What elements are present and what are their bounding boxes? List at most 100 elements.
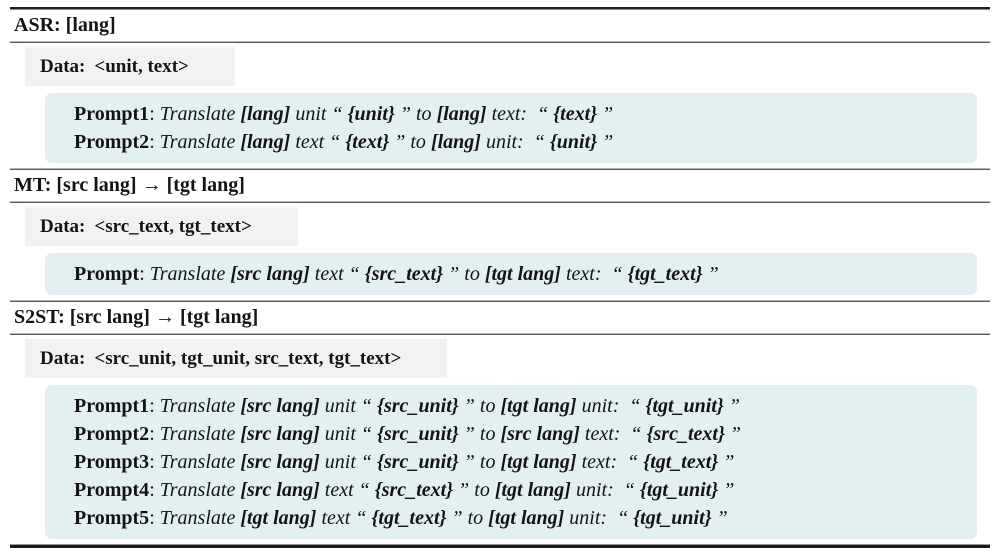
- prompt-fragment: ”: [597, 131, 614, 153]
- placeholder-token: [src lang]: [240, 451, 320, 473]
- prompt-fragment: unit “: [319, 451, 378, 473]
- prompt-colon: :: [149, 451, 160, 473]
- title-rule: [10, 201, 990, 203]
- prompt-colon: :: [139, 263, 150, 285]
- task-section: S2ST: [src lang] → [tgt lang] Data: <src_…: [10, 305, 990, 539]
- prompt-box: Prompt: Translate [src lang] text “ {src…: [45, 253, 977, 295]
- prompt-fragment: unit “: [319, 395, 378, 417]
- prompt-text: Translate [lang] text “ {text} ” to [lan…: [160, 131, 614, 153]
- prompt-line: Prompt1: Translate [src lang] unit “ {sr…: [74, 392, 967, 420]
- prompt-text: Translate [lang] unit “ {unit} ” to [lan…: [160, 103, 614, 125]
- prompt-fragment: ” to: [458, 395, 501, 417]
- prompt-line: Prompt4: Translate [src lang] text “ {sr…: [74, 476, 967, 504]
- prompt-fragment: ”: [711, 507, 728, 529]
- placeholder-token: {text}: [345, 131, 390, 153]
- prompt-label: Prompt1: [74, 395, 150, 417]
- prompt-fragment: text “: [319, 479, 375, 501]
- placeholder-token: [tgt lang]: [240, 507, 317, 529]
- placeholder-token: {src_unit}: [377, 395, 459, 417]
- prompt-fragment: text “: [316, 507, 372, 529]
- placeholder-token: {unit}: [347, 103, 395, 125]
- placeholder-token: [src lang]: [240, 395, 320, 417]
- prompt-fragment: Translate: [159, 423, 241, 445]
- prompt-line: Prompt5: Translate [tgt lang] text “ {tg…: [74, 504, 967, 532]
- section-title: S2ST: [src lang] → [tgt lang]: [14, 306, 259, 328]
- prompt-box: Prompt1: Translate [src lang] unit “ {sr…: [45, 385, 977, 539]
- prompt-fragment: ”: [702, 263, 719, 285]
- prompt-fragment: text “: [290, 131, 346, 153]
- prompt-fragment: Translate: [159, 103, 241, 125]
- prompt-fragment: text: “: [486, 103, 554, 125]
- prompt-label: Prompt5: [74, 507, 150, 529]
- placeholder-token: {src_unit}: [377, 451, 459, 473]
- section-separator: [10, 300, 990, 302]
- prompt-fragment: ”: [723, 395, 741, 417]
- prompt-fragment: unit: “: [570, 479, 640, 501]
- prompt-line: Prompt3: Translate [src lang] unit “ {sr…: [74, 448, 967, 476]
- prompt-fragment: ” to: [389, 131, 431, 153]
- prompt-fragment: text: “: [576, 451, 644, 473]
- prompt-fragment: Translate: [149, 263, 231, 285]
- task-section: ASR: [lang] Data:<unit, text> Prompt1: T…: [10, 13, 990, 170]
- prompt-fragment: ” to: [458, 423, 501, 445]
- placeholder-token: [tgt lang]: [488, 507, 565, 529]
- title-rule: [10, 333, 990, 335]
- prompt-fragment: Translate: [159, 507, 241, 529]
- prompt-text: Translate [src lang] text “ {src_text} ”…: [160, 479, 735, 501]
- placeholder-token: [lang]: [436, 103, 487, 125]
- placeholder-token: {text}: [553, 103, 598, 125]
- placeholder-token: {tgt_unit}: [633, 507, 712, 529]
- placeholder-token: {tgt_text}: [627, 263, 703, 285]
- data-value: <src_text, tgt_text>: [94, 216, 252, 237]
- prompt-text: Translate [tgt lang] text “ {tgt_text} ”…: [160, 507, 728, 529]
- prompt-fragment: Translate: [159, 451, 241, 473]
- placeholder-token: [src lang]: [240, 479, 320, 501]
- placeholder-token: {src_unit}: [377, 423, 459, 445]
- prompt-text: Translate [src lang] unit “ {src_unit} ”…: [160, 423, 741, 445]
- placeholder-token: {tgt_unit}: [645, 395, 724, 417]
- prompt-fragment: text: “: [560, 263, 628, 285]
- placeholder-token: {tgt_text}: [643, 451, 719, 473]
- data-value: <unit, text>: [94, 56, 189, 77]
- title-rule: [10, 41, 990, 43]
- placeholder-token: [src lang]: [240, 423, 320, 445]
- section-separator-rule: [10, 300, 990, 302]
- placeholder-token: [lang]: [240, 131, 291, 153]
- prompt-label: Prompt4: [74, 479, 150, 501]
- data-box: Data: <src_unit, tgt_unit, src_text, tgt_…: [25, 339, 448, 378]
- prompt-fragment: Translate: [159, 395, 241, 417]
- data-value: <src_unit, tgt_unit, src_text, tgt_text>: [94, 348, 402, 369]
- prompt-fragment: ” to: [443, 263, 485, 285]
- section-title: ASR: [lang]: [14, 14, 116, 36]
- prompt-line: Prompt: Translate [src lang] text “ {src…: [74, 260, 967, 288]
- prompt-line: Prompt1: Translate [lang] unit “ {unit} …: [74, 100, 967, 128]
- prompt-fragment: ”: [718, 451, 735, 473]
- prompt-colon: :: [149, 507, 160, 529]
- data-label: Data:: [40, 348, 86, 369]
- placeholder-token: {unit}: [549, 131, 598, 153]
- section-separator: [10, 168, 990, 170]
- prompt-fragment: text “: [309, 263, 365, 285]
- prompt-fragment: ” to: [458, 451, 501, 473]
- prompt-colon: :: [149, 423, 160, 445]
- prompt-fragment: ” to: [446, 507, 489, 529]
- prompt-fragment: ”: [724, 423, 742, 445]
- prompt-fragment: ”: [718, 479, 735, 501]
- prompt-label: Prompt2: [74, 131, 150, 153]
- data-label: Data:: [40, 216, 86, 237]
- data-box: Data:<unit, text>: [25, 47, 235, 86]
- placeholder-token: {src_text}: [364, 263, 444, 285]
- prompt-label: Prompt: [74, 263, 140, 285]
- data-box: Data: <src_text, tgt_text>: [25, 207, 298, 246]
- placeholder-token: [src lang]: [230, 263, 310, 285]
- prompt-line: Prompt2: Translate [src lang] unit “ {sr…: [74, 420, 967, 448]
- placeholder-token: [tgt lang]: [500, 395, 577, 417]
- placeholder-token: {tgt_text}: [371, 507, 447, 529]
- bottom-rule: [10, 544, 990, 548]
- prompt-colon: :: [149, 395, 160, 417]
- task-section: MT: [src lang] → [tgt lang] Data:<src_te…: [10, 173, 990, 302]
- prompt-fragment: unit: “: [564, 507, 634, 529]
- prompt-fragment: Translate: [159, 479, 241, 501]
- placeholder-token: [lang]: [240, 103, 291, 125]
